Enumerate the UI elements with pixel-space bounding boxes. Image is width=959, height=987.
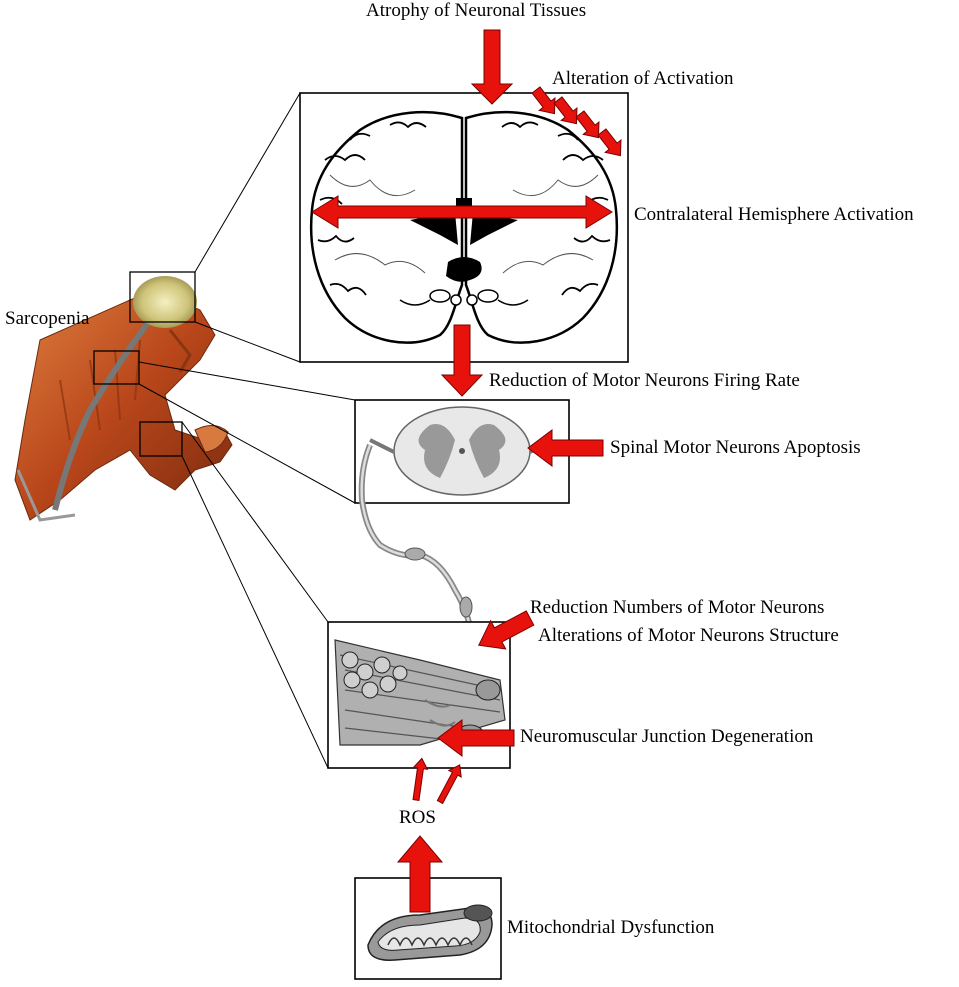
connector-lines	[138, 92, 356, 769]
label-ros: ROS	[399, 807, 436, 828]
label-contralateral: Contralateral Hemisphere Activation	[634, 204, 914, 225]
arrow-contralateral	[311, 195, 613, 229]
label-atrophy: Atrophy of Neuronal Tissues	[366, 0, 587, 21]
spinal-cord-panel	[354, 399, 570, 504]
arrow-nmj	[437, 719, 515, 757]
zoom-box-head	[129, 271, 196, 323]
zoom-box-spine	[93, 350, 140, 385]
arrow-reduction-numbers	[478, 610, 535, 650]
zoom-box-arm	[139, 421, 183, 457]
arrow-ros-left	[412, 757, 429, 801]
arrow-spinal-apoptosis	[527, 429, 604, 467]
label-spinal-apoptosis: Spinal Motor Neurons Apoptosis	[610, 437, 861, 458]
brain-panel	[299, 92, 629, 363]
arrows-alteration-activation	[531, 86, 622, 157]
arrows	[311, 29, 622, 913]
label-mito-dysfunction: Mitochondrial Dysfunction	[507, 917, 715, 938]
arrow-atrophy	[470, 29, 514, 105]
arrow-reduction-firing	[440, 324, 484, 397]
label-reduction-numbers: Reduction Numbers of Motor Neurons	[530, 597, 825, 618]
arrow-mitochondria	[396, 835, 444, 913]
label-alterations-structure: Alterations of Motor Neurons Structure	[538, 625, 839, 646]
label-reduction-firing: Reduction of Motor Neurons Firing Rate	[489, 370, 800, 391]
label-sarcopenia: Sarcopenia	[5, 308, 90, 329]
arrow-ros-right	[436, 764, 462, 805]
human-figure	[14, 271, 233, 522]
label-alteration-activation: Alteration of Activation	[552, 68, 734, 89]
label-nmj-degeneration: Neuromuscular Junction Degeneration	[520, 726, 814, 747]
